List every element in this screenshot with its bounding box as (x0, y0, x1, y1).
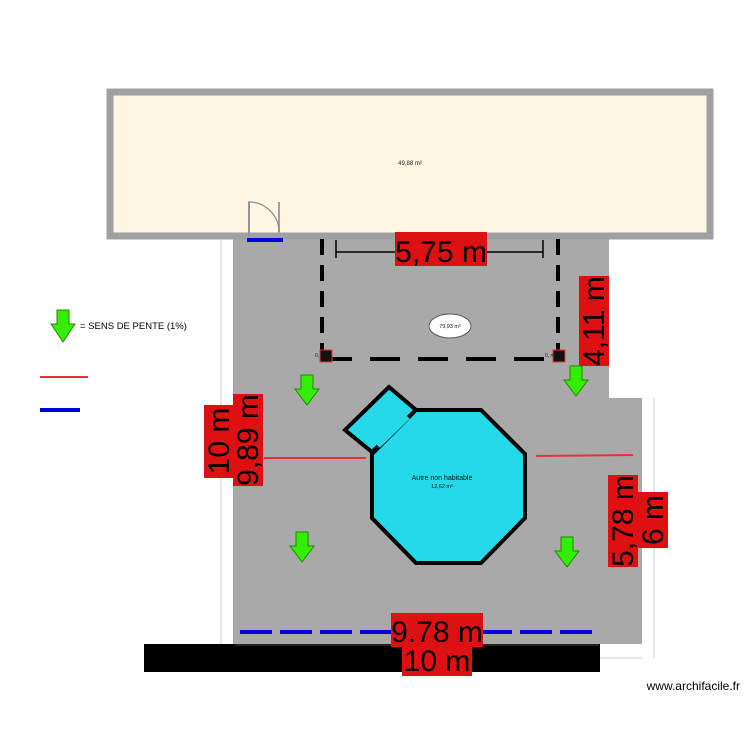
green-down-arrow-icon (50, 309, 76, 343)
green-down-arrow-icon (289, 531, 315, 563)
pool-area: 12,62 m² (431, 484, 453, 490)
terrace-area: 79,93 m² (439, 324, 461, 330)
svg-text:6 m: 6 m (637, 495, 670, 545)
dim-label-top-inner: 5,75 m (395, 232, 487, 269)
green-down-arrow-icon (554, 536, 580, 568)
dim-label-bottom-outer: 10 m (402, 642, 472, 678)
green-down-arrow-icon (563, 365, 589, 397)
terrace-area-badge (428, 313, 472, 339)
legend: = SENS DE PENTE (1%) (40, 309, 187, 412)
svg-text:0, m²: 0, m² (545, 353, 557, 359)
legend-slope-label: = SENS DE PENTE (1%) (80, 321, 187, 332)
dashed-zone-outline (320, 239, 560, 361)
door-swing-icon (248, 201, 280, 236)
bottom-wall-band (144, 644, 600, 672)
svg-text:0,: 0, (315, 353, 319, 359)
svg-text:9,89 m: 9,89 m (232, 394, 265, 486)
svg-text:5,75 m: 5,75 m (395, 236, 487, 269)
svg-text:10 m: 10 m (203, 408, 236, 475)
red-line-right (535, 454, 634, 457)
dim-label-left-inner: 9,89 m (232, 394, 265, 486)
pool (341, 384, 527, 565)
watermark: www.archifacile.fr (646, 679, 740, 693)
dim-label-right-upper: 4,11 m (578, 276, 611, 366)
dim-label-left-outer: 10 m (203, 405, 236, 478)
svg-text:4,11 m: 4,11 m (578, 276, 611, 366)
pool-label: Autre non habitable (412, 475, 473, 482)
svg-text:5,78 m: 5,78 m (607, 475, 640, 567)
green-down-arrow-icon (294, 374, 320, 406)
corner-marker-left: 0, (315, 349, 333, 363)
svg-text:10 m: 10 m (404, 645, 471, 678)
corner-marker-right: 0, m² (545, 349, 566, 363)
top-room (106, 88, 714, 240)
dim-label-bottom-inner: 9,78 m (391, 613, 483, 649)
dim-label-right-lower-inner: 5,78 m (607, 475, 640, 567)
dim-label-right-lower-outer: 6 m (637, 492, 670, 548)
top-room-area: 49,88 m² (398, 161, 422, 167)
